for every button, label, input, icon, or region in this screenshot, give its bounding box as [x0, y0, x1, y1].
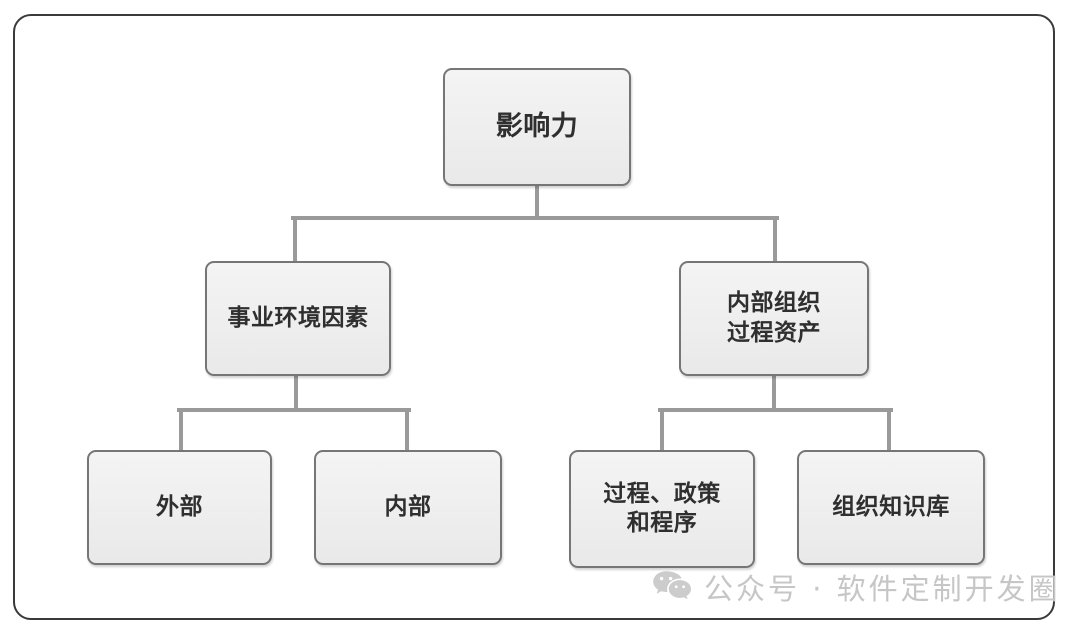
- node-external-label: 外部: [156, 493, 203, 520]
- node-organizational-knowledge-base[interactable]: 组织知识库: [797, 450, 985, 565]
- watermark: 公众号 · 软件定制开发圈: [652, 566, 1061, 608]
- node-process-policy-procedure[interactable]: 过程、政策 和程序: [569, 450, 755, 568]
- node-organizational-process-assets-label: 内部组织 过程资产: [727, 290, 821, 346]
- node-internal[interactable]: 内部: [314, 450, 502, 565]
- watermark-text: 公众号 · 软件定制开发圈: [704, 572, 1061, 606]
- node-process-policy-procedure-label: 过程、政策 和程序: [603, 480, 721, 536]
- node-organizational-knowledge-base-label: 组织知识库: [832, 493, 950, 520]
- node-enterprise-environmental-factors-label: 事业环境因素: [227, 304, 369, 331]
- node-organizational-process-assets[interactable]: 内部组织 过程资产: [679, 261, 869, 376]
- node-influence-label: 影响力: [495, 110, 579, 142]
- node-external[interactable]: 外部: [87, 450, 272, 565]
- node-internal-label: 内部: [384, 493, 432, 520]
- node-enterprise-environmental-factors[interactable]: 事业环境因素: [205, 261, 391, 376]
- node-influence[interactable]: 影响力: [443, 68, 631, 186]
- wechat-icon: [653, 571, 691, 600]
